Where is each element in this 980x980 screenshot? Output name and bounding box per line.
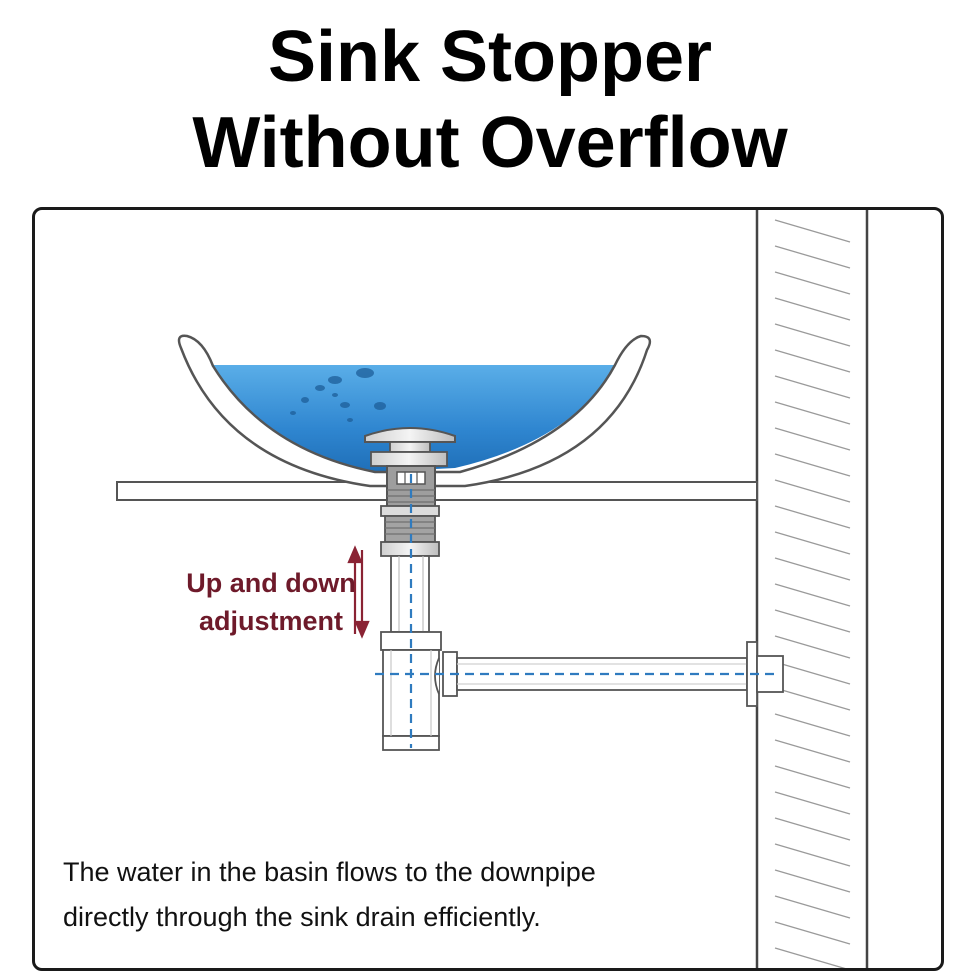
caption-line-1: The water in the basin flows to the down… [63,857,596,887]
adjustment-arrows [347,545,370,639]
flow-lines [375,474,775,748]
diagram-caption: The water in the basin flows to the down… [63,850,743,940]
stopper-cap [364,427,456,467]
adjustment-label-line-2: adjustment [198,606,344,636]
wall [755,210,869,968]
basin-bowl [177,334,652,488]
title-line-1: Sink Stopper [267,17,713,97]
adjustment-label-line-1: Up and down [186,568,356,598]
drain-diagram [116,210,869,968]
water-droplets [290,368,386,422]
title-line-2: Without Overflow [192,103,788,183]
wall-hatching [774,219,851,968]
caption-line-2: directly through the sink drain efficien… [63,902,541,932]
bottle-trap [380,631,442,751]
adjustment-label: Up and down adjustment [161,564,381,640]
page-title: Sink Stopper Without Overflow [0,14,980,186]
basin-water [213,365,615,472]
diagram-panel: Up and down adjustment The water in the … [32,207,944,971]
